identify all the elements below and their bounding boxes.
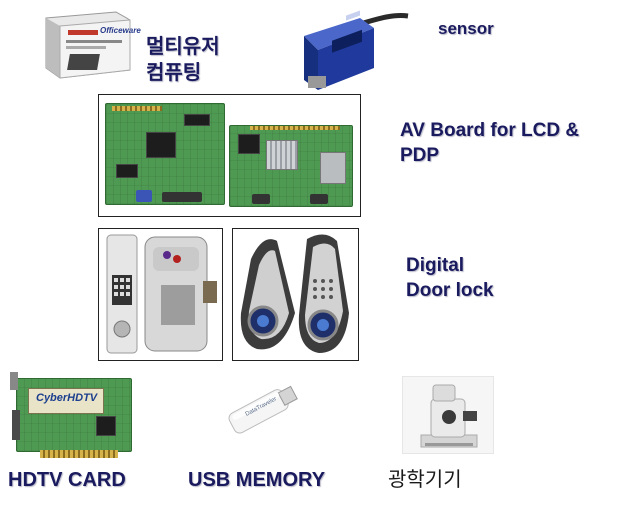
multitouch-label: 멀티유저 컴퓨팅 — [146, 34, 220, 86]
hdtv-card-image: CyberHDTV — [10, 370, 134, 462]
door-lock-label-line2: Door lock — [406, 279, 494, 301]
hdtv-card-label: HDTV CARD — [8, 469, 126, 491]
av-board-label-line2: PDP — [400, 144, 440, 166]
av-board-label: AV Board for LCD & PDP — [400, 119, 579, 168]
usb-memory-label: USB MEMORY — [188, 469, 326, 491]
sensor-image — [290, 6, 410, 90]
multitouch-label-line2: 컴퓨팅 — [146, 62, 202, 84]
software-box-brand: Officeware — [100, 26, 141, 35]
av-board-label-line1: AV Board for LCD & — [400, 120, 580, 141]
hdtv-card-brand: CyberHDTV — [36, 392, 98, 404]
optical-device-label: 광학기기 — [388, 469, 462, 491]
door-lock-label: Digital Door lock — [406, 254, 494, 303]
sensor-label: sensor — [438, 19, 494, 38]
software-box-image: Officeware — [38, 8, 141, 80]
door-lock-frame-left — [98, 228, 223, 361]
optical-device-image — [402, 376, 494, 454]
av-board-left-pcb — [105, 103, 225, 205]
usb-memory-image: DataTraveler — [222, 376, 304, 442]
door-lock-frame-right — [232, 228, 359, 361]
av-board-right-pcb — [229, 125, 353, 207]
door-lock-label-line1: Digital — [406, 255, 465, 276]
av-board-frame — [98, 94, 361, 217]
multitouch-label-line1: 멀티유저 — [146, 36, 220, 58]
